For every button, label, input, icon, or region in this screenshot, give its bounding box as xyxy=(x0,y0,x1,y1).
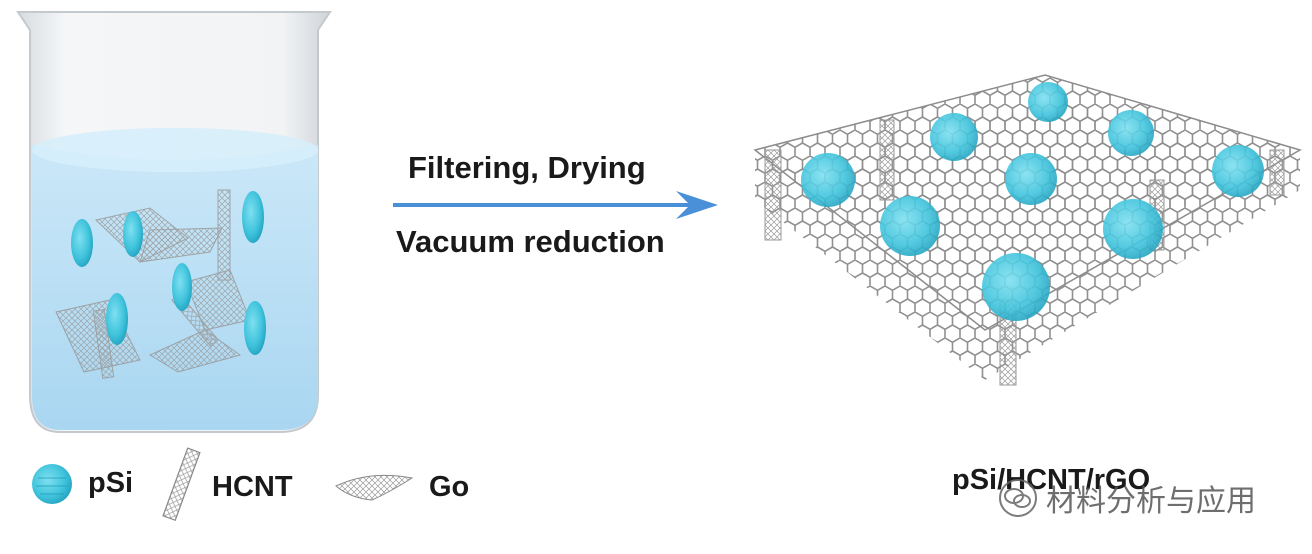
product-label: pSi/HCNT/rGO xyxy=(952,464,1151,496)
process-step-filtering: Filtering, Drying xyxy=(408,150,646,185)
process-step-vacuum: Vacuum reduction xyxy=(396,224,665,259)
watermark: 材料分析与应用 xyxy=(998,478,1256,519)
psi-particle-icon xyxy=(32,464,72,504)
psi-particles-in-beaker xyxy=(71,191,266,355)
legend-hcnt-label: HCNT xyxy=(212,471,293,503)
psi-particles-in-lattice xyxy=(801,82,1264,321)
watermark-text: 材料分析与应用 xyxy=(1046,484,1256,519)
process-arrow xyxy=(393,191,718,219)
hcnt-tube-icon xyxy=(162,447,201,521)
legend-psi-label: pSi xyxy=(88,467,134,499)
legend-go-label: Go xyxy=(429,471,470,503)
go-sheet-icon xyxy=(335,474,414,501)
wechat-logo-icon xyxy=(999,479,1037,517)
composite-lattice-icon xyxy=(753,74,1302,386)
